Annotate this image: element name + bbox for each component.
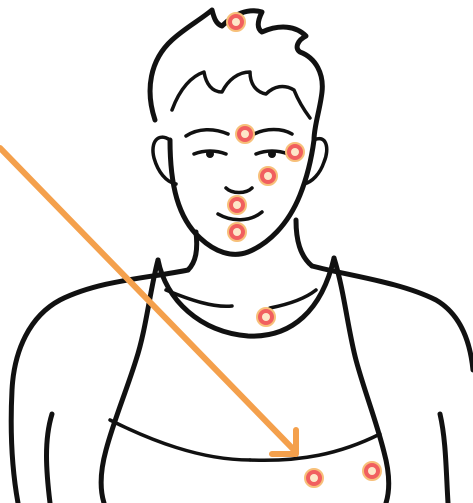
point-center [232,18,240,26]
neck-right [296,220,312,266]
neck-left [188,232,197,270]
point-forehead [236,125,254,143]
point-crown [227,13,245,31]
point-sternum [257,308,275,326]
nose [226,188,252,193]
left-pupil [206,150,214,158]
point-chin [228,196,246,214]
point-cheek [259,167,277,185]
point-center [233,228,241,236]
point-center [241,130,249,138]
right-shoulder [312,266,473,370]
tank-inner-neckline-right [270,290,316,308]
point-lower-chest [305,469,323,487]
figure-outline [11,10,473,503]
point-center [368,467,376,475]
left-pec [110,420,250,460]
point-right-temple [286,143,304,161]
point-right-chest [363,462,381,480]
point-center [291,148,299,156]
left-arm-inner [47,414,53,503]
point-center [264,172,272,180]
hair-fringe [172,72,310,118]
point-center [233,201,241,209]
left-shoulder [11,270,188,503]
point-center [262,313,270,321]
right-pec [250,434,380,460]
point-under-chin [228,223,246,241]
tank-left-strap [101,260,158,503]
orange-arrow [0,148,296,454]
left-eyebrow [186,130,228,136]
right-pupil [268,150,276,158]
right-arm-inner [440,414,448,503]
point-center [310,474,318,482]
right-eyebrow [254,130,292,135]
